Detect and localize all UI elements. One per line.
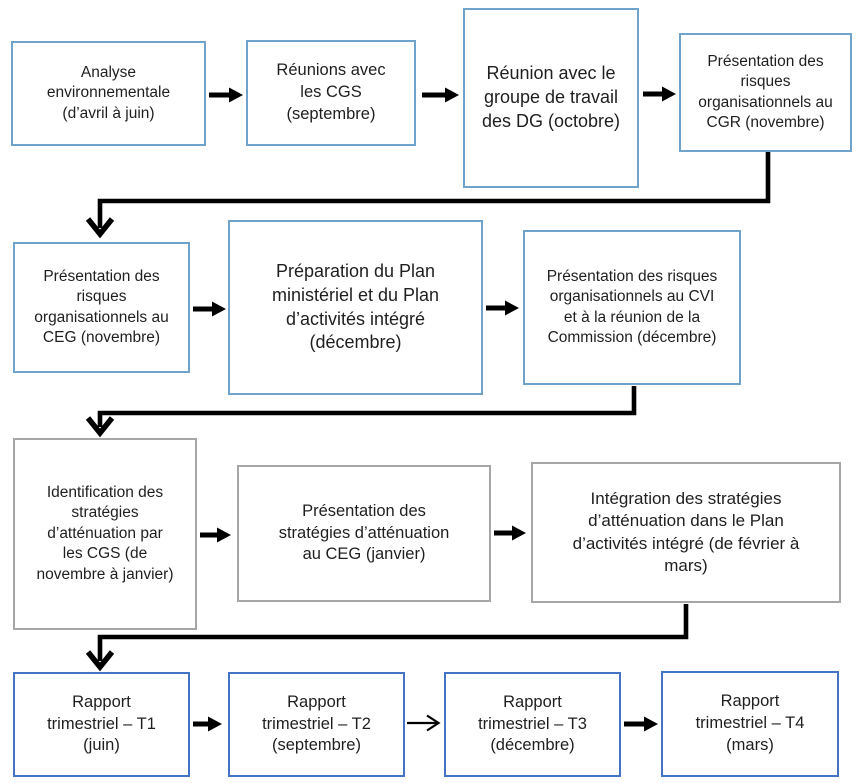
arrow-preparation-to-cvi-icon: [486, 300, 519, 316]
step-reunion-groupe-travail-dg: Réunion avec le groupe de travail des DG…: [463, 8, 639, 188]
arrow-reunions-to-groupe-icon: [422, 87, 459, 103]
arrow-t1-to-t2-icon: [193, 716, 222, 732]
step-rapport-trimestriel-t4: Rapport trimestriel – T4 (mars): [661, 671, 839, 777]
step-presentation-strategies-ceg: Présentation des stratégies d’atténuatio…: [237, 465, 491, 602]
step-identification-strategies-attenuation: Identification des stratégies d’atténuat…: [13, 438, 197, 630]
arrow-analyse-to-reunions-icon: [209, 87, 243, 103]
step-analyse-environnementale: Analyse environnementale (d’avril à juin…: [11, 41, 206, 146]
arrow-identification-to-presentation-icon: [200, 527, 231, 543]
arrow-ceg-to-preparation-icon: [193, 301, 226, 317]
arrow-presentation-to-integration-icon: [494, 525, 526, 541]
arrow-t3-to-t4-icon: [624, 716, 658, 732]
step-rapport-trimestriel-t2: Rapport trimestriel – T2 (septembre): [228, 672, 405, 777]
step-integration-strategies-plan: Intégration des stratégies d’atténuation…: [531, 462, 841, 603]
step-presentation-risques-ceg: Présentation des risques organisationnel…: [13, 242, 190, 373]
connector-cgr-to-ceg: [85, 152, 771, 239]
connector-integration-to-rapports: [85, 604, 689, 672]
step-presentation-risques-cgr: Présentation des risques organisationnel…: [679, 33, 852, 152]
step-rapport-trimestriel-t1: Rapport trimestriel – T1 (juin): [13, 672, 190, 777]
arrow-groupe-to-cgr-icon: [643, 86, 676, 102]
connector-cvi-to-identification: [85, 386, 637, 438]
step-presentation-risques-cvi-commission: Présentation des risques organisationnel…: [523, 230, 741, 385]
step-rapport-trimestriel-t3: Rapport trimestriel – T3 (décembre): [444, 672, 621, 777]
step-preparation-plan-ministeriel: Préparation du Plan ministériel et du Pl…: [228, 220, 483, 395]
arrow-t2-to-t3-icon: [407, 714, 441, 732]
step-reunions-cgs: Réunions avec les CGS (septembre): [246, 40, 416, 146]
